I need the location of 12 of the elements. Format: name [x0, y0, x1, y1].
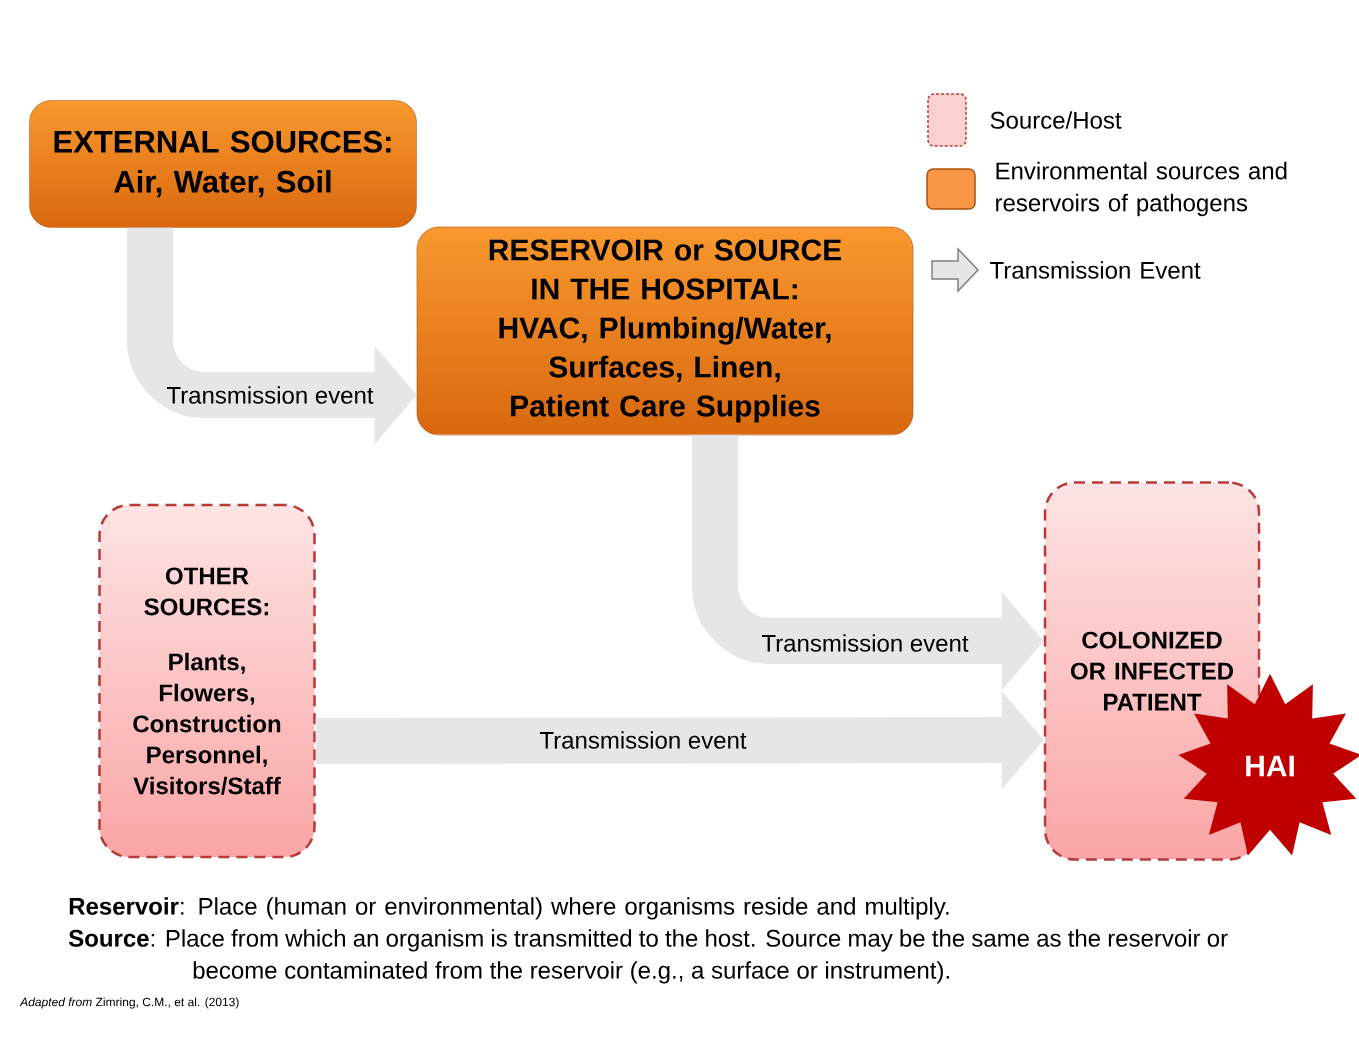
legend-label: Environmental sources and reservoirs of pathogens	[996, 161, 1287, 217]
edge-label: Transmission event	[165, 385, 375, 405]
process-box: EXTERNAL SOURCES: Air, Water, Soil	[29, 100, 417, 228]
edge-label: Transmission event	[760, 633, 970, 653]
legend-label: Transmission Event	[990, 261, 1201, 279]
edge-label: Transmission event	[538, 730, 748, 750]
citation-text: Adapted from Zimring, C.M., et al. (2013)	[19, 997, 239, 1009]
legend-label: Source/Host	[990, 111, 1122, 129]
definition-text: Source: Place from which an organism is transmitted to the host. Source may be the same as the reservoir or become contaminated from the reservoir (e.g., a surface or instrument).	[68, 929, 1228, 984]
source-box: OTHER SOURCES: Plants, Flowers, Construction Personnel, Visitors/Staff	[98, 503, 316, 859]
process-box: RESERVOIR or SOURCE IN THE HOSPITAL: HVAC, Plumbing/Water, Surfaces, Linen, Patient Care Supplies	[416, 226, 914, 436]
definition-text: Reservoir: Place (human or environmental) where organisms reside and multiply.	[69, 897, 949, 920]
